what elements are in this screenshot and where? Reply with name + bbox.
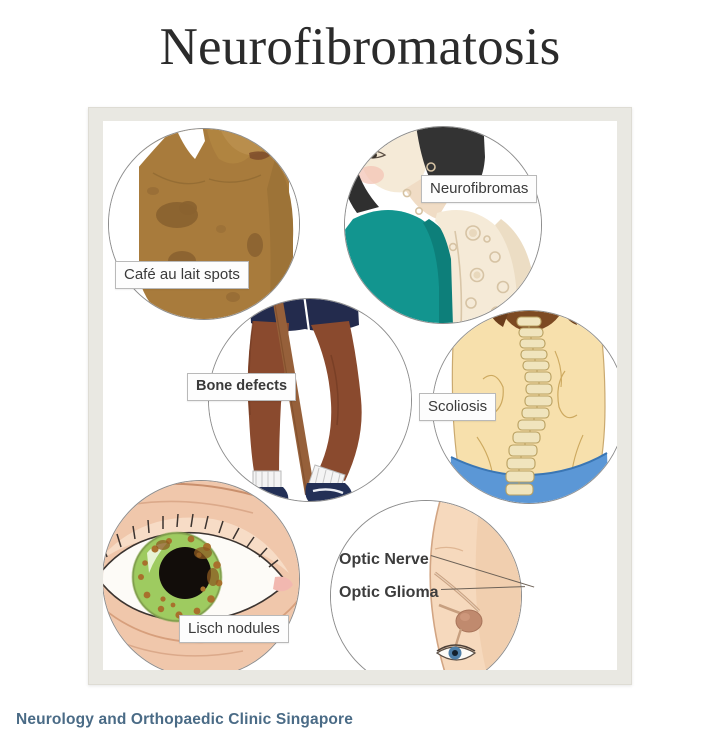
neurofibromas-label: Neurofibromas [421,175,538,203]
bone-defects-panel[interactable] [209,299,411,501]
infographic-canvas: Café au lait spots [103,121,617,670]
optic-nerve-label: Optic Nerve [339,551,429,568]
neurofibromas-panel[interactable] [345,127,541,323]
bone-defects-label: Bone defects [187,373,297,401]
footer-attribution: Neurology and Orthopaedic Clinic Singapo… [16,711,354,728]
cafe-au-lait-illustration [109,129,299,319]
frame-inner-bevel: Café au lait spots [103,121,617,670]
lisch-nodules-label: Lisch nodules [179,615,289,643]
optic-nerve-glioma-illustration [331,501,521,670]
cafe-au-lait-spots-panel[interactable] [109,129,299,319]
optic-glioma-label: Optic Glioma [339,584,439,601]
scoliosis-illustration [433,311,617,503]
infographic-frame: Café au lait spots [88,107,632,685]
cafe-au-lait-spots-label: Café au lait spots [115,261,249,289]
page-title: Neurofibromatosis [159,18,561,76]
scoliosis-label: Scoliosis [419,393,497,421]
neurofibromas-illustration [345,127,541,323]
optic-nerve-glioma-panel[interactable] [331,501,521,670]
